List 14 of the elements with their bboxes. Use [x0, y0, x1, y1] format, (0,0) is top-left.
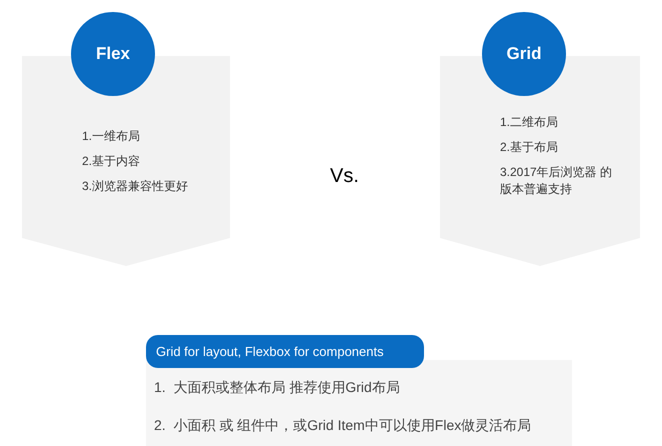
list-item: 2.基于内容	[82, 153, 142, 170]
circle-title: Grid	[506, 43, 542, 66]
list-item: 1.二维布局	[500, 114, 560, 131]
heading-pill	[146, 335, 424, 368]
versus-label: Vs.	[330, 164, 359, 189]
circle-title: Flex	[96, 43, 130, 66]
note-item: 2. 小面积 或 组件中，或Grid Item中可以使用Flex做灵活布局	[154, 416, 532, 434]
pill-text: Grid for layout, Flexbox for components	[156, 342, 384, 361]
note-item: 1. 大面积或整体布局 推荐使用Grid布局	[154, 378, 401, 396]
note-panel	[146, 360, 572, 446]
list-item: 1.一维布局	[82, 128, 142, 145]
list-item: 2.基于布局	[500, 139, 560, 156]
list-item: 3.浏览器兼容性更好	[82, 178, 190, 195]
list-item: 3.2017年后浏览器 的版本普遍支持	[500, 164, 614, 198]
